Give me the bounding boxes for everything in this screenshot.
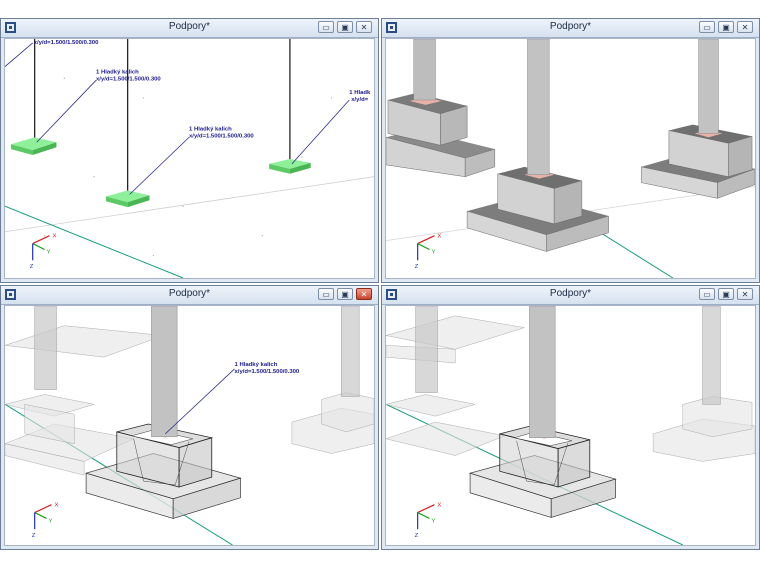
axis-y-label: Y xyxy=(432,249,436,255)
leader-line xyxy=(129,137,190,195)
app-icon xyxy=(386,22,397,33)
axis-triad: X Y Z xyxy=(415,503,442,539)
axis-x-label: X xyxy=(437,234,441,240)
axis-y-label: Y xyxy=(47,249,51,255)
axis-z-label: Z xyxy=(415,264,419,270)
axis-x-label: X xyxy=(54,503,58,509)
minimize-button[interactable]: ▭ xyxy=(699,21,715,33)
foundation[interactable] xyxy=(640,39,755,199)
axis-line xyxy=(5,205,184,278)
leader-line xyxy=(5,42,33,67)
3d-viewport[interactable]: x/y/d=1.500/1.500/0.300 1 Hladký kalich … xyxy=(4,38,375,279)
ghost-column xyxy=(415,306,438,393)
window-top-left[interactable]: Podpory* ▭ ▣ ✕ xyxy=(0,18,379,283)
foundation[interactable] xyxy=(386,39,496,178)
window-title: Podpory* xyxy=(549,288,592,299)
axis-triad: X Y Z xyxy=(30,234,57,270)
close-button[interactable]: ✕ xyxy=(356,288,372,300)
axis-y-label: Y xyxy=(49,518,53,524)
maximize-button[interactable]: ▣ xyxy=(718,288,734,300)
support-label-line2: x/y/d=1.500/1.500/0.300 xyxy=(235,369,300,375)
axis-z-label: Z xyxy=(415,533,419,539)
leader-line xyxy=(291,99,350,165)
3d-viewport[interactable]: X Y Z xyxy=(385,305,756,546)
foundation[interactable] xyxy=(84,306,242,519)
foundation[interactable] xyxy=(468,306,617,518)
support-label-line2: x/y/d=1.500/1.500/0.300 xyxy=(34,40,99,46)
footing[interactable] xyxy=(10,137,57,156)
axis-x-label: X xyxy=(52,234,56,240)
support-label-line2: x/y/d= xyxy=(351,97,369,103)
window-title: Podpory* xyxy=(168,21,211,32)
3d-viewport[interactable]: X Y Z xyxy=(385,38,756,279)
grid-dots xyxy=(43,77,333,257)
title-bar[interactable]: Podpory* ▭ ▣ ✕ xyxy=(1,286,378,305)
leader-line xyxy=(164,368,235,435)
minimize-button[interactable]: ▭ xyxy=(699,288,715,300)
minimize-button[interactable]: ▭ xyxy=(318,288,334,300)
app-icon xyxy=(5,22,16,33)
window-top-right[interactable]: Podpory* ▭ ▣ ✕ xyxy=(381,18,760,283)
ghost-column xyxy=(341,306,360,397)
axis-z-label: Z xyxy=(32,533,36,539)
window-bottom-right[interactable]: Podpory* ▭ ▣ ✕ xyxy=(381,285,760,550)
axis-z-label: Z xyxy=(30,264,34,270)
title-bar[interactable]: Podpory* ▭ ▣ ✕ xyxy=(382,286,759,305)
support-label-line1: 1 Hladký kalich xyxy=(96,69,139,75)
ghost-column xyxy=(34,306,57,390)
window-title: Podpory* xyxy=(549,21,592,32)
title-bar[interactable]: Podpory* ▭ ▣ ✕ xyxy=(1,19,378,38)
window-bottom-left[interactable]: Podpory* ▭ ▣ ✕ xyxy=(0,285,379,550)
support-label-line2: x/y/d=1.500/1.500/0.300 xyxy=(96,76,161,82)
ghost-column xyxy=(702,306,721,405)
footing[interactable] xyxy=(105,190,150,208)
title-bar[interactable]: Podpory* ▭ ▣ ✕ xyxy=(382,19,759,38)
maximize-button[interactable]: ▣ xyxy=(718,21,734,33)
close-button[interactable]: ✕ xyxy=(737,288,753,300)
app-icon xyxy=(386,289,397,300)
support-label-line1: 1 Hladký kalich xyxy=(235,362,278,368)
axis-triad: X Y Z xyxy=(415,234,442,270)
maximize-button[interactable]: ▣ xyxy=(337,288,353,300)
maximize-button[interactable]: ▣ xyxy=(337,21,353,33)
support-label-line1: 1 Hladký kalich xyxy=(189,126,232,132)
leader-line xyxy=(36,80,97,143)
axis-x-label: X xyxy=(437,503,441,509)
support-label-line1: 1 Hladk xyxy=(349,90,371,96)
app-icon xyxy=(5,289,16,300)
axis-triad: X Y Z xyxy=(32,503,59,539)
close-button[interactable]: ✕ xyxy=(737,21,753,33)
ground-line xyxy=(5,176,374,233)
window-title: Podpory* xyxy=(168,288,211,299)
support-label-line2: x/y/d=1.500/1.500/0.300 xyxy=(189,133,254,139)
minimize-button[interactable]: ▭ xyxy=(318,21,334,33)
footing[interactable] xyxy=(269,158,311,174)
foundation[interactable] xyxy=(466,39,609,252)
axis-y-label: Y xyxy=(432,518,436,524)
close-button[interactable]: ✕ xyxy=(356,21,372,33)
3d-viewport[interactable]: 1 Hladký kalich x/y/d=1.500/1.500/0.300 … xyxy=(4,305,375,546)
